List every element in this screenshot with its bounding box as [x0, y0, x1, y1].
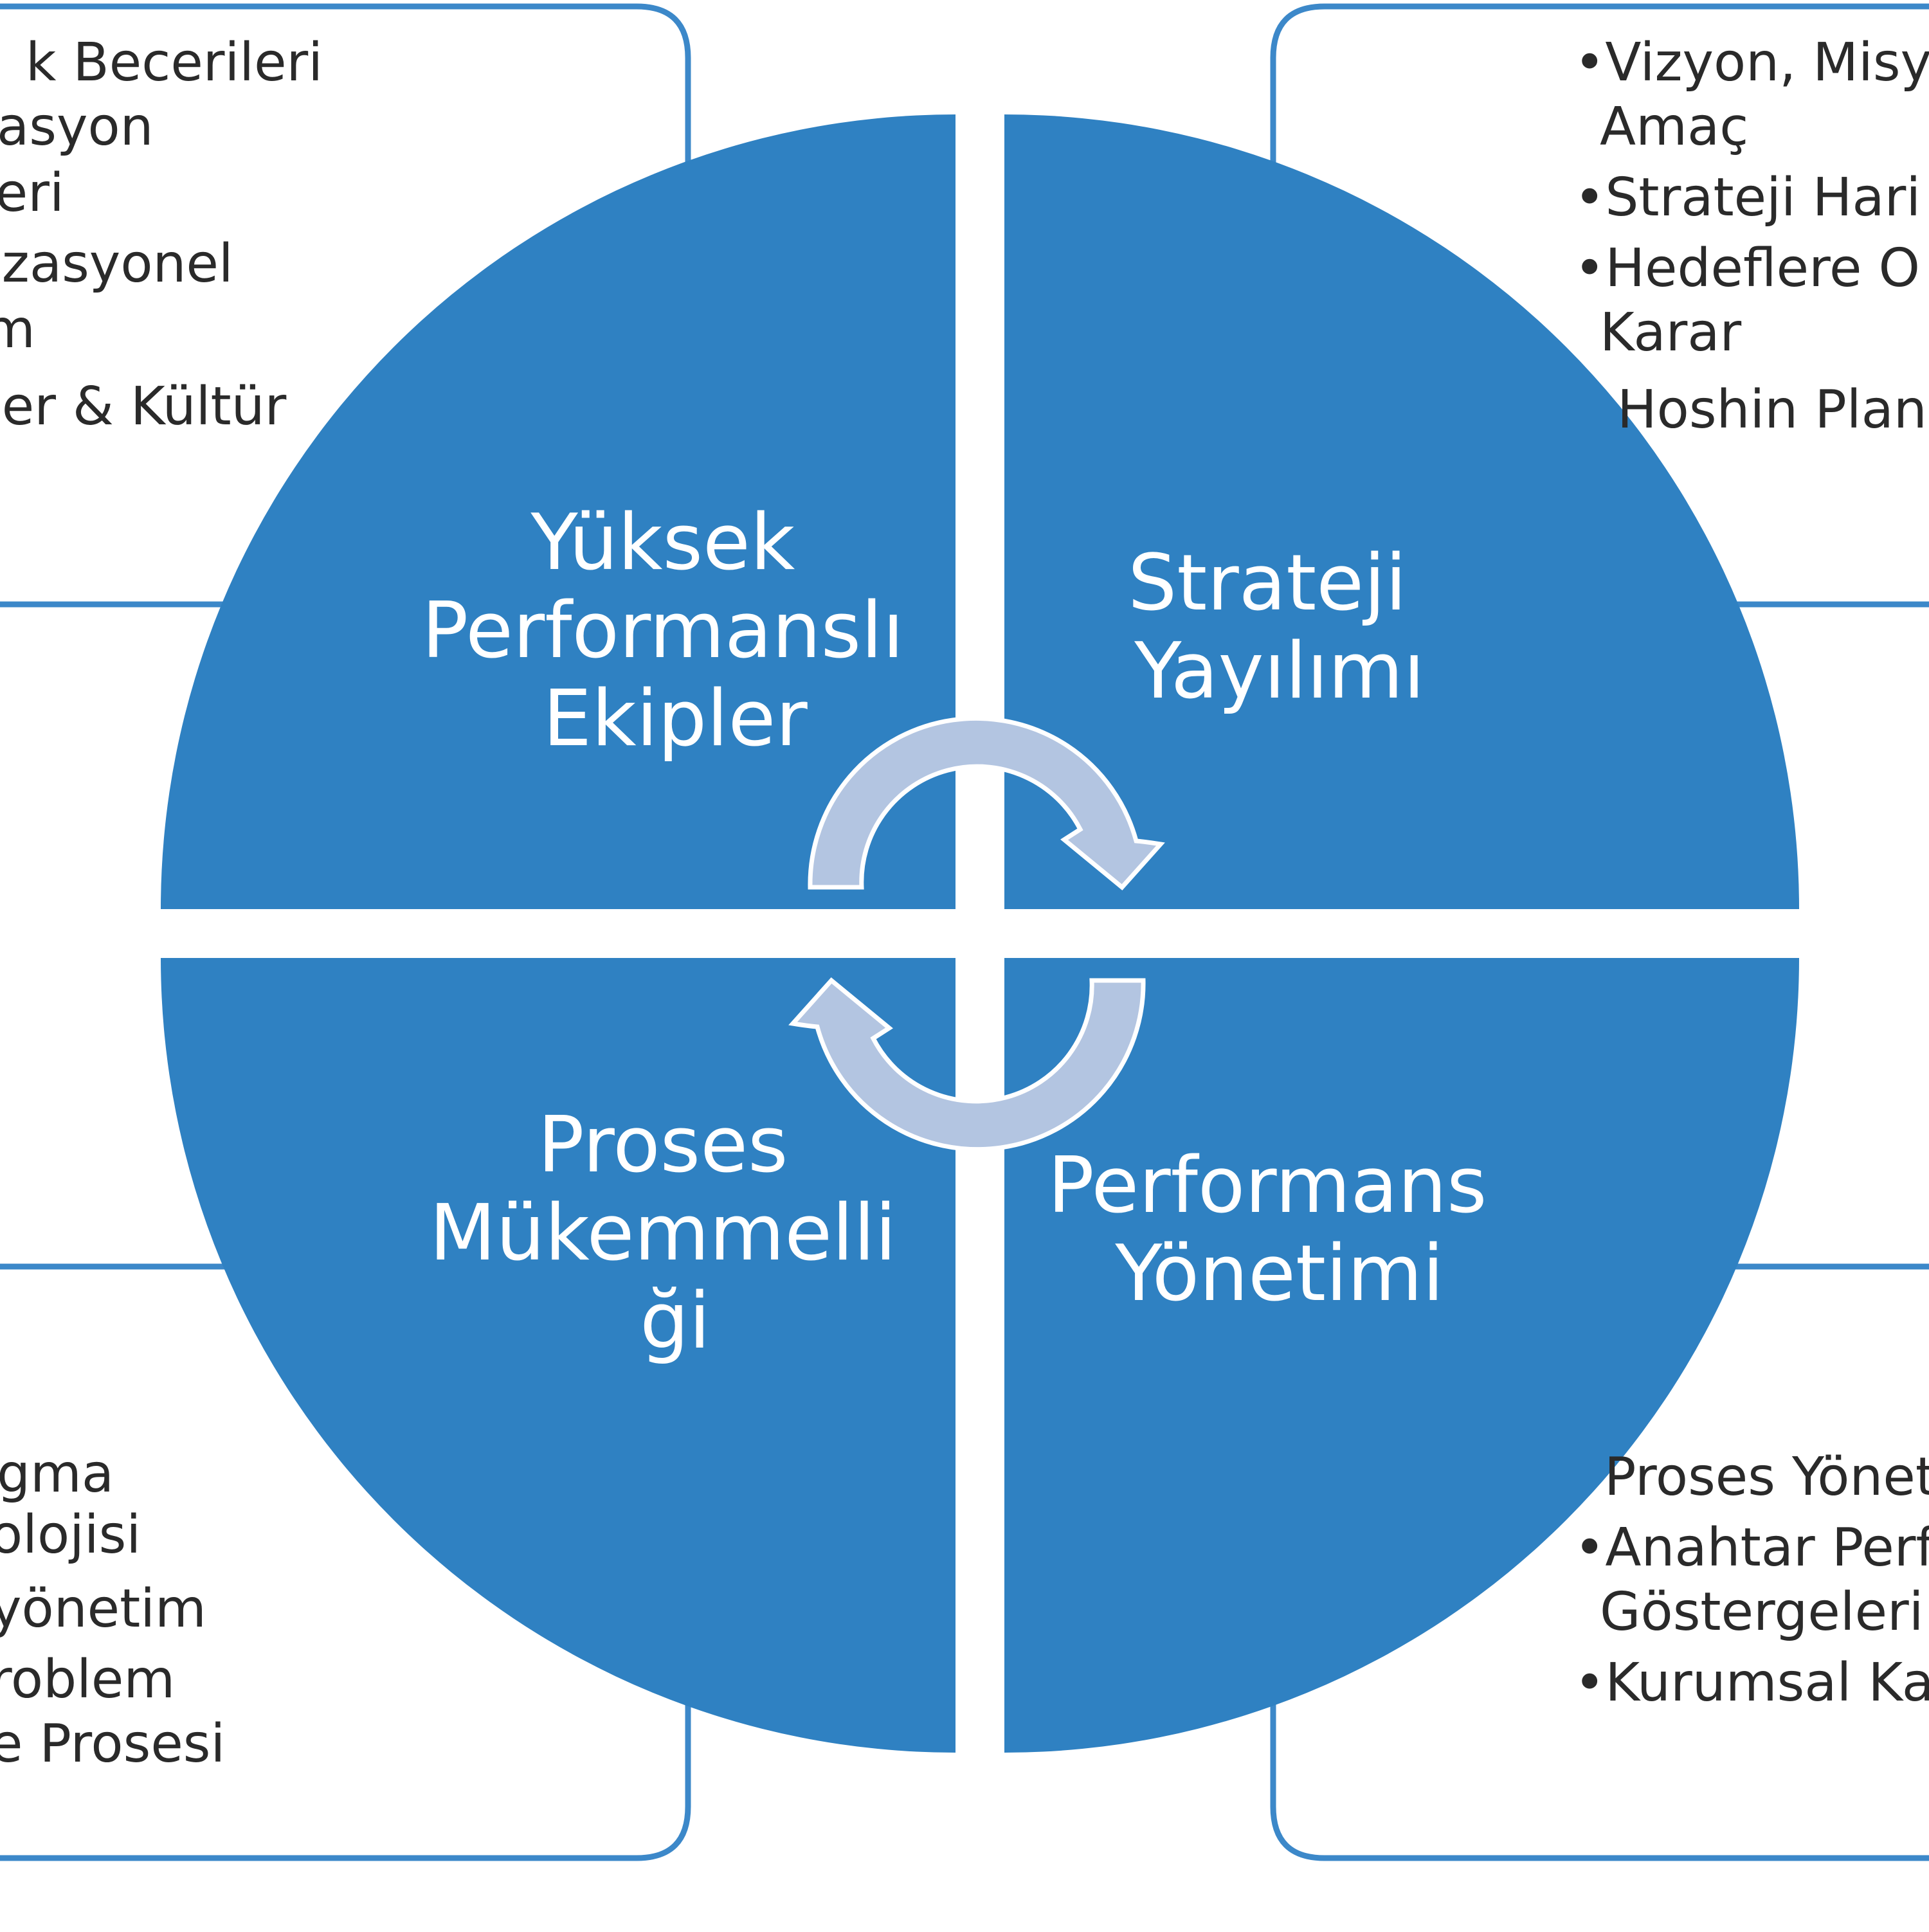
- quadrant-bottom-left: [161, 958, 955, 1753]
- curved-arrow-icon: [808, 716, 1165, 890]
- bottom-right-list-box: [1270, 1263, 1929, 1861]
- quadrant-bottom-right: [1004, 958, 1799, 1753]
- quadrant-top-right: [1004, 114, 1799, 909]
- quadrant-label-bottom-right: Performans Yönetimi: [1047, 1141, 1511, 1319]
- bottom-left-list-box: [0, 1263, 691, 1861]
- quadrant-top-left: [161, 114, 955, 909]
- list-bottom-right: Proses Yönet •Anahtar Perf Göstergeleri …: [1574, 1447, 1929, 1713]
- list-bottom-left: gma olojisi yönetim roblem e Prosesi: [0, 1443, 225, 1774]
- top-right-list-box: [1270, 3, 1929, 608]
- quadrant-label-top-left: Yüksek Performanslı Ekipler: [422, 498, 928, 764]
- top-left-list-box: [0, 3, 691, 608]
- list-top-right: •Vizyon, Misy Amaç •Strateji Hari •Hedef…: [1574, 32, 1929, 440]
- quadrant-label-top-right: Strateji Yayılımı: [1128, 539, 1431, 716]
- list-top-left: k Becerileri asyon leri izasyonel m ler …: [0, 32, 340, 437]
- quadrant-label-bottom-left: Proses Mükemmelli ği: [430, 1101, 921, 1366]
- curved-arrow-icon: [788, 977, 1146, 1152]
